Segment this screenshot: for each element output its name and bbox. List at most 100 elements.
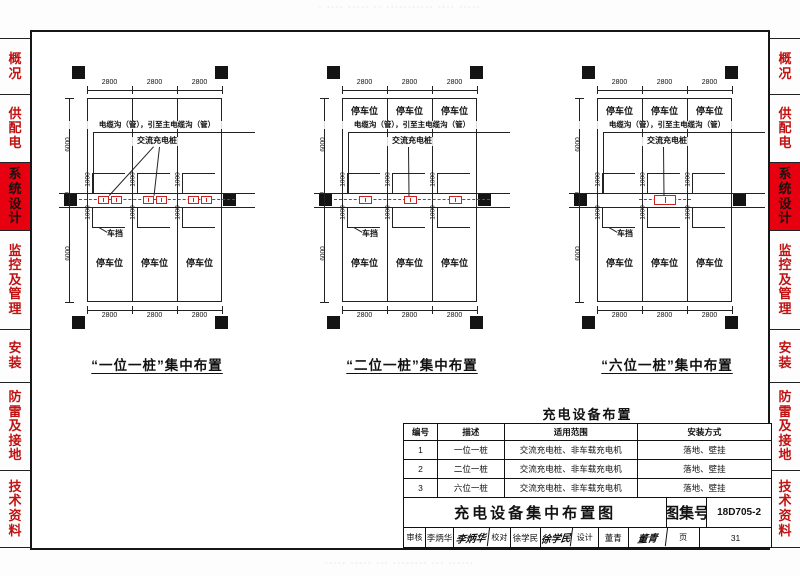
wheel-stop: [137, 227, 170, 228]
table-title: 充电设备布置: [542, 407, 633, 422]
dim-line: [69, 98, 70, 302]
dim-tick: [320, 302, 329, 303]
dim-tick: [342, 86, 343, 94]
dim-line: [597, 310, 732, 311]
offset-dim-label: 1000: [639, 205, 647, 220]
sidebar-tab-5[interactable]: 安装: [0, 330, 30, 383]
pile-tick: [193, 198, 194, 202]
offset-dim-label: 1000: [339, 205, 347, 220]
dim-tick: [177, 306, 178, 314]
column-square: [215, 316, 228, 329]
offset-dim-label: 1000: [129, 172, 137, 187]
dim-label: 6000: [574, 245, 582, 261]
sidebar-tab-6[interactable]: 防雷及接地: [0, 383, 30, 471]
design-signature: 董青: [627, 526, 669, 549]
charging-pile: [97, 196, 109, 204]
sidebar-tab-2[interactable]: 供配电: [0, 95, 30, 163]
column-square: [72, 316, 85, 329]
spec-cell: 交流充电桩、非车载充电机: [505, 479, 638, 497]
offset-dim-line: [437, 207, 438, 227]
wheel-stop: [347, 227, 380, 228]
offset-dim-line: [647, 207, 648, 227]
offset-dim-line: [137, 173, 138, 193]
wheel-stop: [647, 227, 680, 228]
sidebar-tab-label: 系统设计: [778, 166, 792, 226]
cable-leader: [603, 132, 604, 193]
sidebar-tab-label: 安装: [8, 340, 22, 370]
sidebar-tab-5[interactable]: 安装: [770, 330, 800, 383]
review-signature: 李炳华: [452, 527, 491, 548]
sidebar-tab-1[interactable]: 概况: [770, 38, 800, 95]
dim-tick: [222, 306, 223, 314]
sidebar-tab-7[interactable]: 技术资料: [770, 471, 800, 548]
offset-dim-line: [602, 207, 603, 227]
page-label: 页: [667, 528, 701, 547]
dim-label: 6000: [574, 136, 582, 152]
sidebar-left: 概况供配电系统设计监控及管理安装防雷及接地技术资料: [0, 38, 30, 548]
stall-label: 停车位: [395, 106, 423, 116]
cable-leader: [348, 132, 349, 193]
dim-label: 6000: [64, 136, 72, 152]
charging-pile: [358, 196, 372, 204]
pile-tick: [410, 198, 411, 202]
cable-leader: [603, 132, 765, 133]
sidebar-tab-4[interactable]: 监控及管理: [0, 231, 30, 330]
sidebar-tab-3[interactable]: 系统设计: [770, 163, 800, 231]
wheel-stop: [647, 173, 680, 174]
check-signature: 徐学民: [539, 527, 573, 548]
wheelstop-label: 车挡: [107, 229, 123, 239]
sidebar-tab-3[interactable]: 系统设计: [0, 163, 30, 231]
dim-label: 2800: [401, 79, 418, 86]
column-square: [327, 316, 340, 329]
cable-trench-top: [569, 193, 765, 194]
wheel-stop: [182, 227, 215, 228]
sidebar-tab-4[interactable]: 监控及管理: [770, 231, 800, 330]
offset-dim-line: [647, 173, 648, 193]
offset-dim-line: [602, 173, 603, 193]
stall-label: 停车位: [605, 106, 633, 116]
sidebar-right: 概况供配电系统设计监控及管理安装防雷及接地技术资料: [770, 38, 800, 548]
wheel-stop: [182, 173, 215, 174]
dim-tick: [687, 306, 688, 314]
dim-label: 2800: [446, 312, 463, 319]
dim-label: 6000: [319, 245, 327, 261]
offset-dim-label: 1000: [384, 172, 392, 187]
parking-grid: [87, 98, 222, 302]
dim-tick: [642, 306, 643, 314]
diagram-caption: “六位一桩”集中布置: [601, 358, 733, 373]
cable-trench-bottom: [314, 207, 510, 208]
wheel-stop: [392, 227, 425, 228]
offset-dim-label: 1000: [129, 205, 137, 220]
charger-label: 交流充电桩: [367, 136, 457, 146]
stall-label: 停车位: [350, 106, 378, 116]
dim-line: [342, 90, 477, 91]
dim-line: [597, 90, 732, 91]
charging-pile: [200, 196, 212, 204]
stall-divider: [387, 98, 388, 302]
stall-label: 停车位: [440, 106, 468, 116]
dim-tick: [65, 302, 74, 303]
pile-tick: [161, 198, 162, 202]
dim-label: 6000: [64, 245, 72, 261]
sidebar-tab-7[interactable]: 技术资料: [0, 471, 30, 548]
stall-label: 停车位: [140, 258, 168, 268]
stall-label: 停车位: [650, 106, 678, 116]
titleblock-row: 充电设备集中布置图图集号18D705-2: [404, 498, 771, 528]
offset-dim-label: 1000: [174, 205, 182, 220]
sidebar-tab-6[interactable]: 防雷及接地: [770, 383, 800, 471]
wheel-stop: [92, 173, 125, 174]
charging-pile: [142, 196, 154, 204]
column-square: [327, 66, 340, 79]
sidebar-tab-1[interactable]: 概况: [0, 38, 30, 95]
charging-pile: [403, 196, 417, 204]
design-name: 董青: [599, 528, 629, 547]
dim-tick: [320, 98, 329, 99]
column-square: [470, 66, 483, 79]
sidebar-tab-2[interactable]: 供配电: [770, 95, 800, 163]
offset-dim-line: [92, 173, 93, 193]
dim-tick: [342, 306, 343, 314]
